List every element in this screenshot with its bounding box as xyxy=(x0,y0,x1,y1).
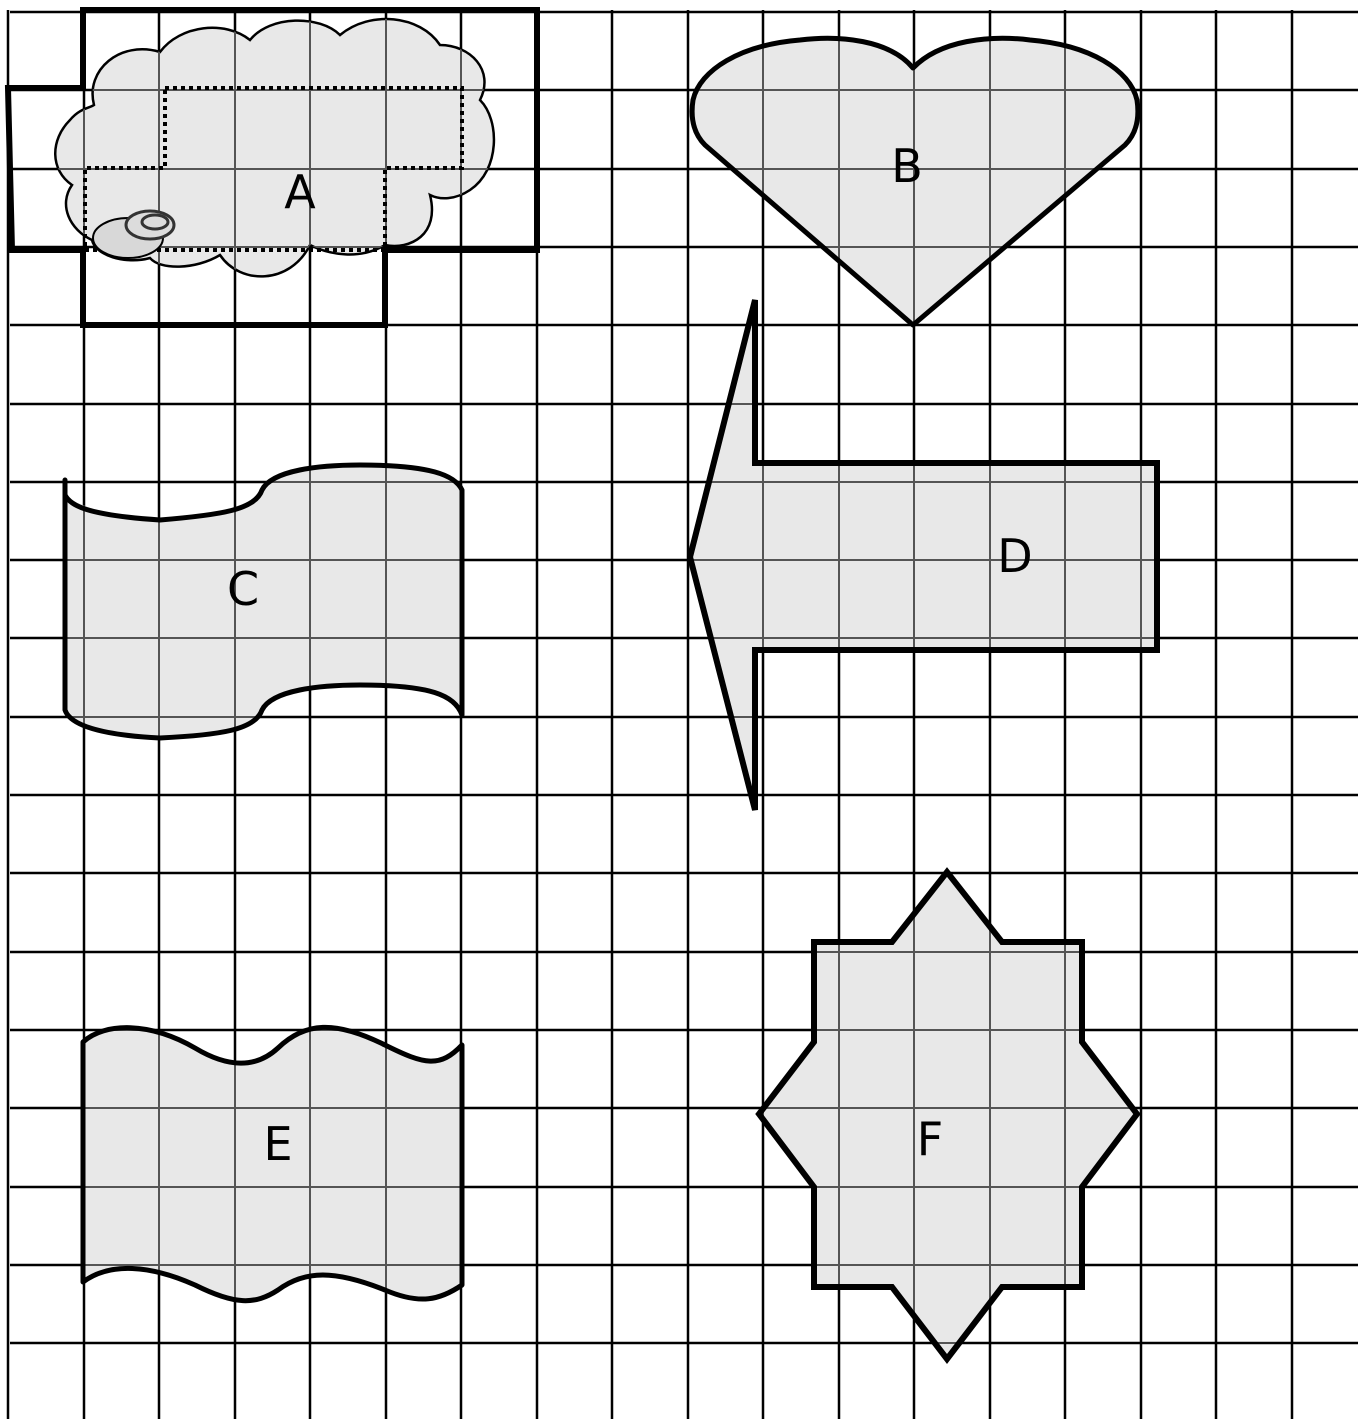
shape-c-fill xyxy=(65,465,462,738)
label-f: F xyxy=(917,1112,943,1166)
label-a: A xyxy=(284,165,316,219)
shape-d-fill xyxy=(690,310,1157,800)
label-d: D xyxy=(997,529,1032,583)
label-b: B xyxy=(891,139,923,193)
label-c: C xyxy=(227,562,259,616)
label-e: E xyxy=(263,1117,292,1171)
